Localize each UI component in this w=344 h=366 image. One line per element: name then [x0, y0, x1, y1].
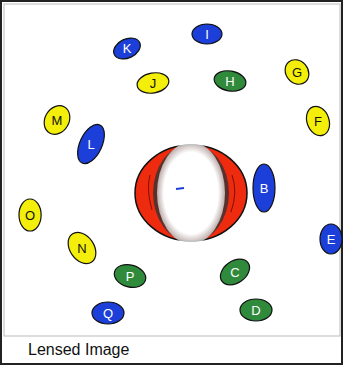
ellipse-shape: [110, 33, 143, 62]
node-letter: J: [150, 77, 157, 90]
node-letter: L: [87, 138, 94, 151]
node-letter: N: [77, 242, 86, 255]
ellipse-shape: [320, 224, 342, 254]
inner-frame: [4, 4, 340, 336]
node-letter: I: [205, 28, 209, 41]
node-letter: O: [25, 209, 35, 222]
lensed-letter-node: E: [319, 223, 343, 255]
ellipse-shape: [253, 164, 275, 212]
lensed-letter-node: K: [112, 38, 142, 59]
node-letter: F: [314, 115, 322, 128]
ellipse-shape: [303, 103, 334, 139]
node-letter: C: [230, 266, 239, 279]
lensed-letter-node: G: [283, 60, 311, 84]
node-letter: K: [123, 42, 132, 55]
ellipse-shape: [280, 55, 314, 89]
lens-gap: [157, 142, 225, 244]
lensed-letter-node: D: [239, 298, 273, 322]
lensed-letter-node: J: [136, 72, 170, 94]
ellipse-shape: [62, 227, 101, 269]
node-letter: E: [327, 233, 336, 246]
lensed-letter-node: L: [79, 122, 103, 166]
node-letter: D: [251, 304, 260, 317]
node-letter: G: [292, 66, 302, 79]
ellipse-shape: [19, 199, 41, 231]
ellipse-shape: [112, 261, 149, 291]
ellipse-shape: [136, 70, 171, 95]
lensed-letter-node: O: [18, 198, 42, 232]
lensed-letter-node: H: [213, 70, 247, 92]
lensed-letter-node: C: [218, 260, 252, 284]
lensed-letter-node: P: [113, 264, 147, 288]
central-image: [176, 188, 184, 189]
ellipse-shape: [216, 254, 255, 290]
ellipse-shape: [192, 24, 222, 44]
node-letter: Q: [103, 307, 113, 320]
node-letter: M: [52, 114, 63, 127]
node-letter: H: [225, 75, 234, 88]
lensed-letter-node: Q: [91, 301, 125, 325]
ellipse-shape: [39, 101, 75, 139]
caption: Lensed Image: [28, 341, 129, 359]
lensed-letter-node: N: [69, 230, 95, 266]
ellipse-shape: [213, 68, 248, 93]
arc-detail: [148, 175, 152, 210]
node-letter: B: [260, 182, 269, 195]
ellipse-shape: [92, 302, 124, 324]
lensed-letter-node: I: [191, 23, 223, 45]
ellipse-shape: [240, 299, 272, 321]
lensed-letter-node: M: [44, 104, 70, 136]
lensed-letter-node: F: [306, 105, 330, 137]
arc-detail: [231, 175, 235, 212]
lensed-letter-node: B: [252, 163, 276, 213]
node-letter: P: [126, 270, 135, 283]
ellipse-shape: [72, 120, 110, 167]
